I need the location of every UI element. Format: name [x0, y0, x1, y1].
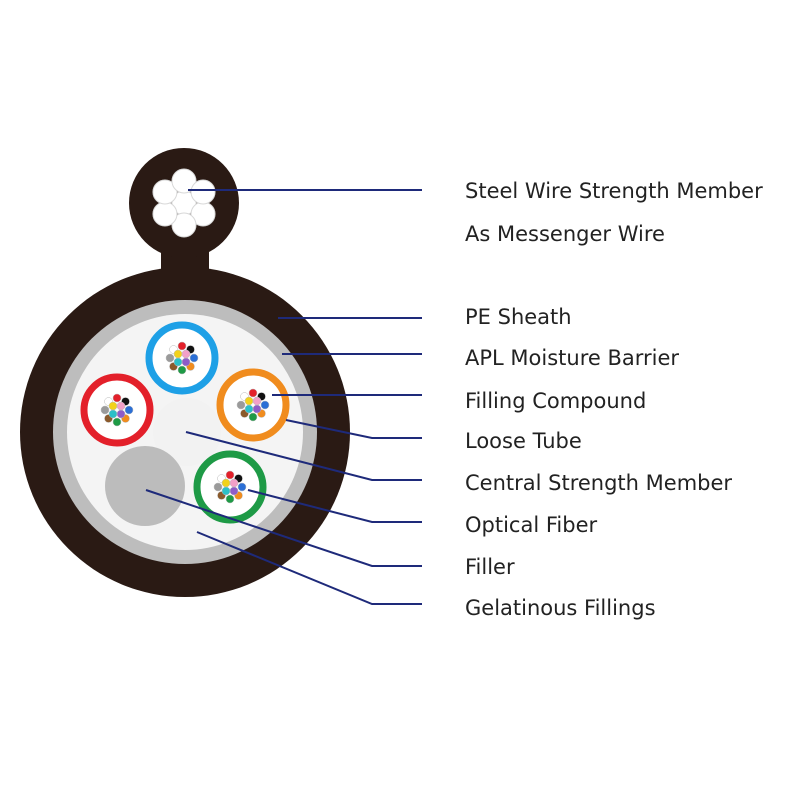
optical-fiber [116, 409, 126, 419]
loose-tube-red [80, 373, 154, 447]
label-filler: Filler [465, 555, 515, 579]
optical-fiber [181, 357, 191, 367]
leader-lines [145, 189, 422, 605]
steel-wire-strands [152, 168, 216, 238]
optical-fiber [165, 353, 175, 363]
optical-fiber [244, 396, 254, 406]
filler [105, 446, 185, 526]
optical-fiber [177, 341, 187, 351]
optical-fiber [221, 486, 231, 496]
optical-fiber [112, 393, 122, 403]
leader-filler [145, 489, 422, 567]
label-apl-barrier: APL Moisture Barrier [465, 346, 679, 370]
loose-tube-green [193, 450, 267, 524]
optical-fiber [108, 409, 118, 419]
label-gelatinous: Gelatinous Fillings [465, 596, 656, 620]
optical-fiber [225, 494, 235, 504]
optical-fiber [260, 400, 270, 410]
optical-fiber [173, 357, 183, 367]
optical-fiber [213, 482, 223, 492]
steel-wire-strand [152, 201, 178, 227]
optical-fiber [244, 404, 254, 414]
label-loose-tube: Loose Tube [465, 429, 582, 453]
labels: Steel Wire Strength Member As Messenger … [465, 179, 763, 620]
optical-fiber [229, 486, 239, 496]
loose-tube-ring [216, 368, 290, 442]
optical-fiber [237, 482, 247, 492]
steel-wire-strand [171, 212, 197, 238]
loose-tube-ring [80, 373, 154, 447]
label-pe-sheath: PE Sheath [465, 305, 572, 329]
optical-fiber [229, 478, 239, 488]
leader-gelatinous [196, 531, 422, 605]
optical-fiber [177, 365, 187, 375]
optical-fiber [248, 412, 258, 422]
leader-optical-fiber [247, 489, 422, 523]
optical-fiber [252, 396, 262, 406]
label-optical-fiber: Optical Fiber [465, 513, 597, 537]
leader-central-member [185, 431, 422, 481]
loose-tube-ring [145, 321, 219, 395]
steel-wire-strand [190, 179, 216, 205]
optical-fiber [248, 388, 258, 398]
loose-tube-blue [145, 321, 219, 395]
optical-fiber [225, 470, 235, 480]
optical-fiber [189, 353, 199, 363]
optical-fiber [108, 401, 118, 411]
optical-fiber [252, 404, 262, 414]
optical-fiber [221, 478, 231, 488]
steel-wire-strand [152, 179, 178, 205]
leader-loose-tube [285, 419, 422, 439]
optical-fiber [124, 405, 134, 415]
label-central-member: Central Strength Member [465, 471, 732, 495]
optical-fiber [116, 401, 126, 411]
loose-tube-orange [216, 368, 290, 442]
optical-fiber [181, 349, 191, 359]
loose-tube-ring [193, 450, 267, 524]
optical-fiber [173, 349, 183, 359]
label-steel-wire-line1: Steel Wire Strength Member [465, 179, 763, 203]
steel-wire-strand [171, 168, 197, 194]
messenger-wire [129, 148, 239, 286]
optical-fiber [100, 405, 110, 415]
optical-fiber [236, 400, 246, 410]
optical-fiber [112, 417, 122, 427]
main-cable [20, 267, 350, 597]
label-filling-compound: Filling Compound [465, 389, 646, 413]
label-steel-wire-line2: As Messenger Wire [465, 222, 665, 246]
